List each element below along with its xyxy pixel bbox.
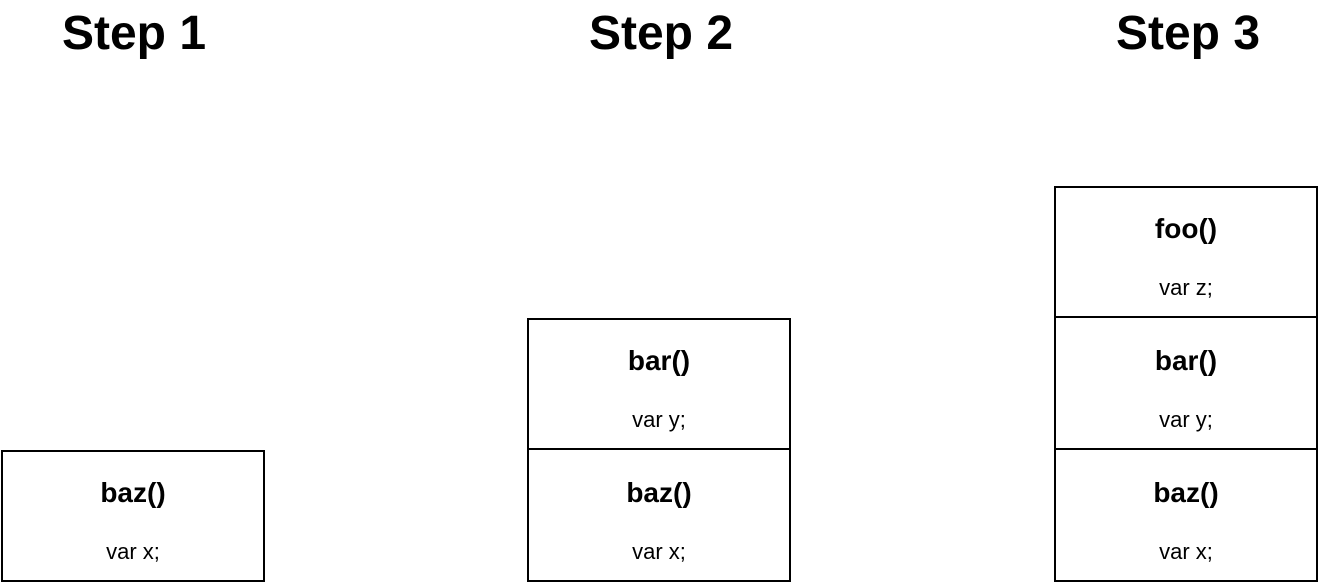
- step-3-title: Step 3: [1115, 7, 1261, 60]
- stack-frame-baz: baz() var x;: [1054, 448, 1318, 582]
- frame-function-name: baz(): [626, 477, 692, 508]
- stack-frame-baz: baz() var x;: [1, 450, 265, 582]
- frame-function-name: baz(): [100, 477, 166, 508]
- step-2-title: Step 2: [588, 7, 734, 60]
- frame-variable: var z;: [1159, 275, 1213, 300]
- frame-function-name: bar(): [627, 345, 691, 376]
- stack-frame-baz: baz() var x;: [527, 448, 791, 582]
- step-3-call-stack: foo() var z; bar() var y; baz() var x;: [1054, 186, 1318, 582]
- stack-frame-bar: bar() var y;: [527, 318, 791, 450]
- step-1-title: Step 1: [61, 7, 207, 60]
- stack-frame-bar: bar() var y;: [1054, 316, 1318, 450]
- frame-function-name: bar(): [1154, 345, 1218, 376]
- frame-variable: var x;: [1159, 539, 1213, 564]
- frame-variable: var y;: [632, 407, 686, 432]
- frame-function-name: baz(): [1153, 477, 1219, 508]
- frame-function-name: foo(): [1154, 213, 1218, 244]
- frame-variable: var x;: [632, 539, 686, 564]
- step-1-call-stack: baz() var x;: [1, 450, 265, 582]
- frame-variable: var y;: [1159, 407, 1213, 432]
- frame-variable: var x;: [106, 539, 160, 564]
- step-2-call-stack: bar() var y; baz() var x;: [527, 318, 791, 582]
- stack-frame-foo: foo() var z;: [1054, 186, 1318, 318]
